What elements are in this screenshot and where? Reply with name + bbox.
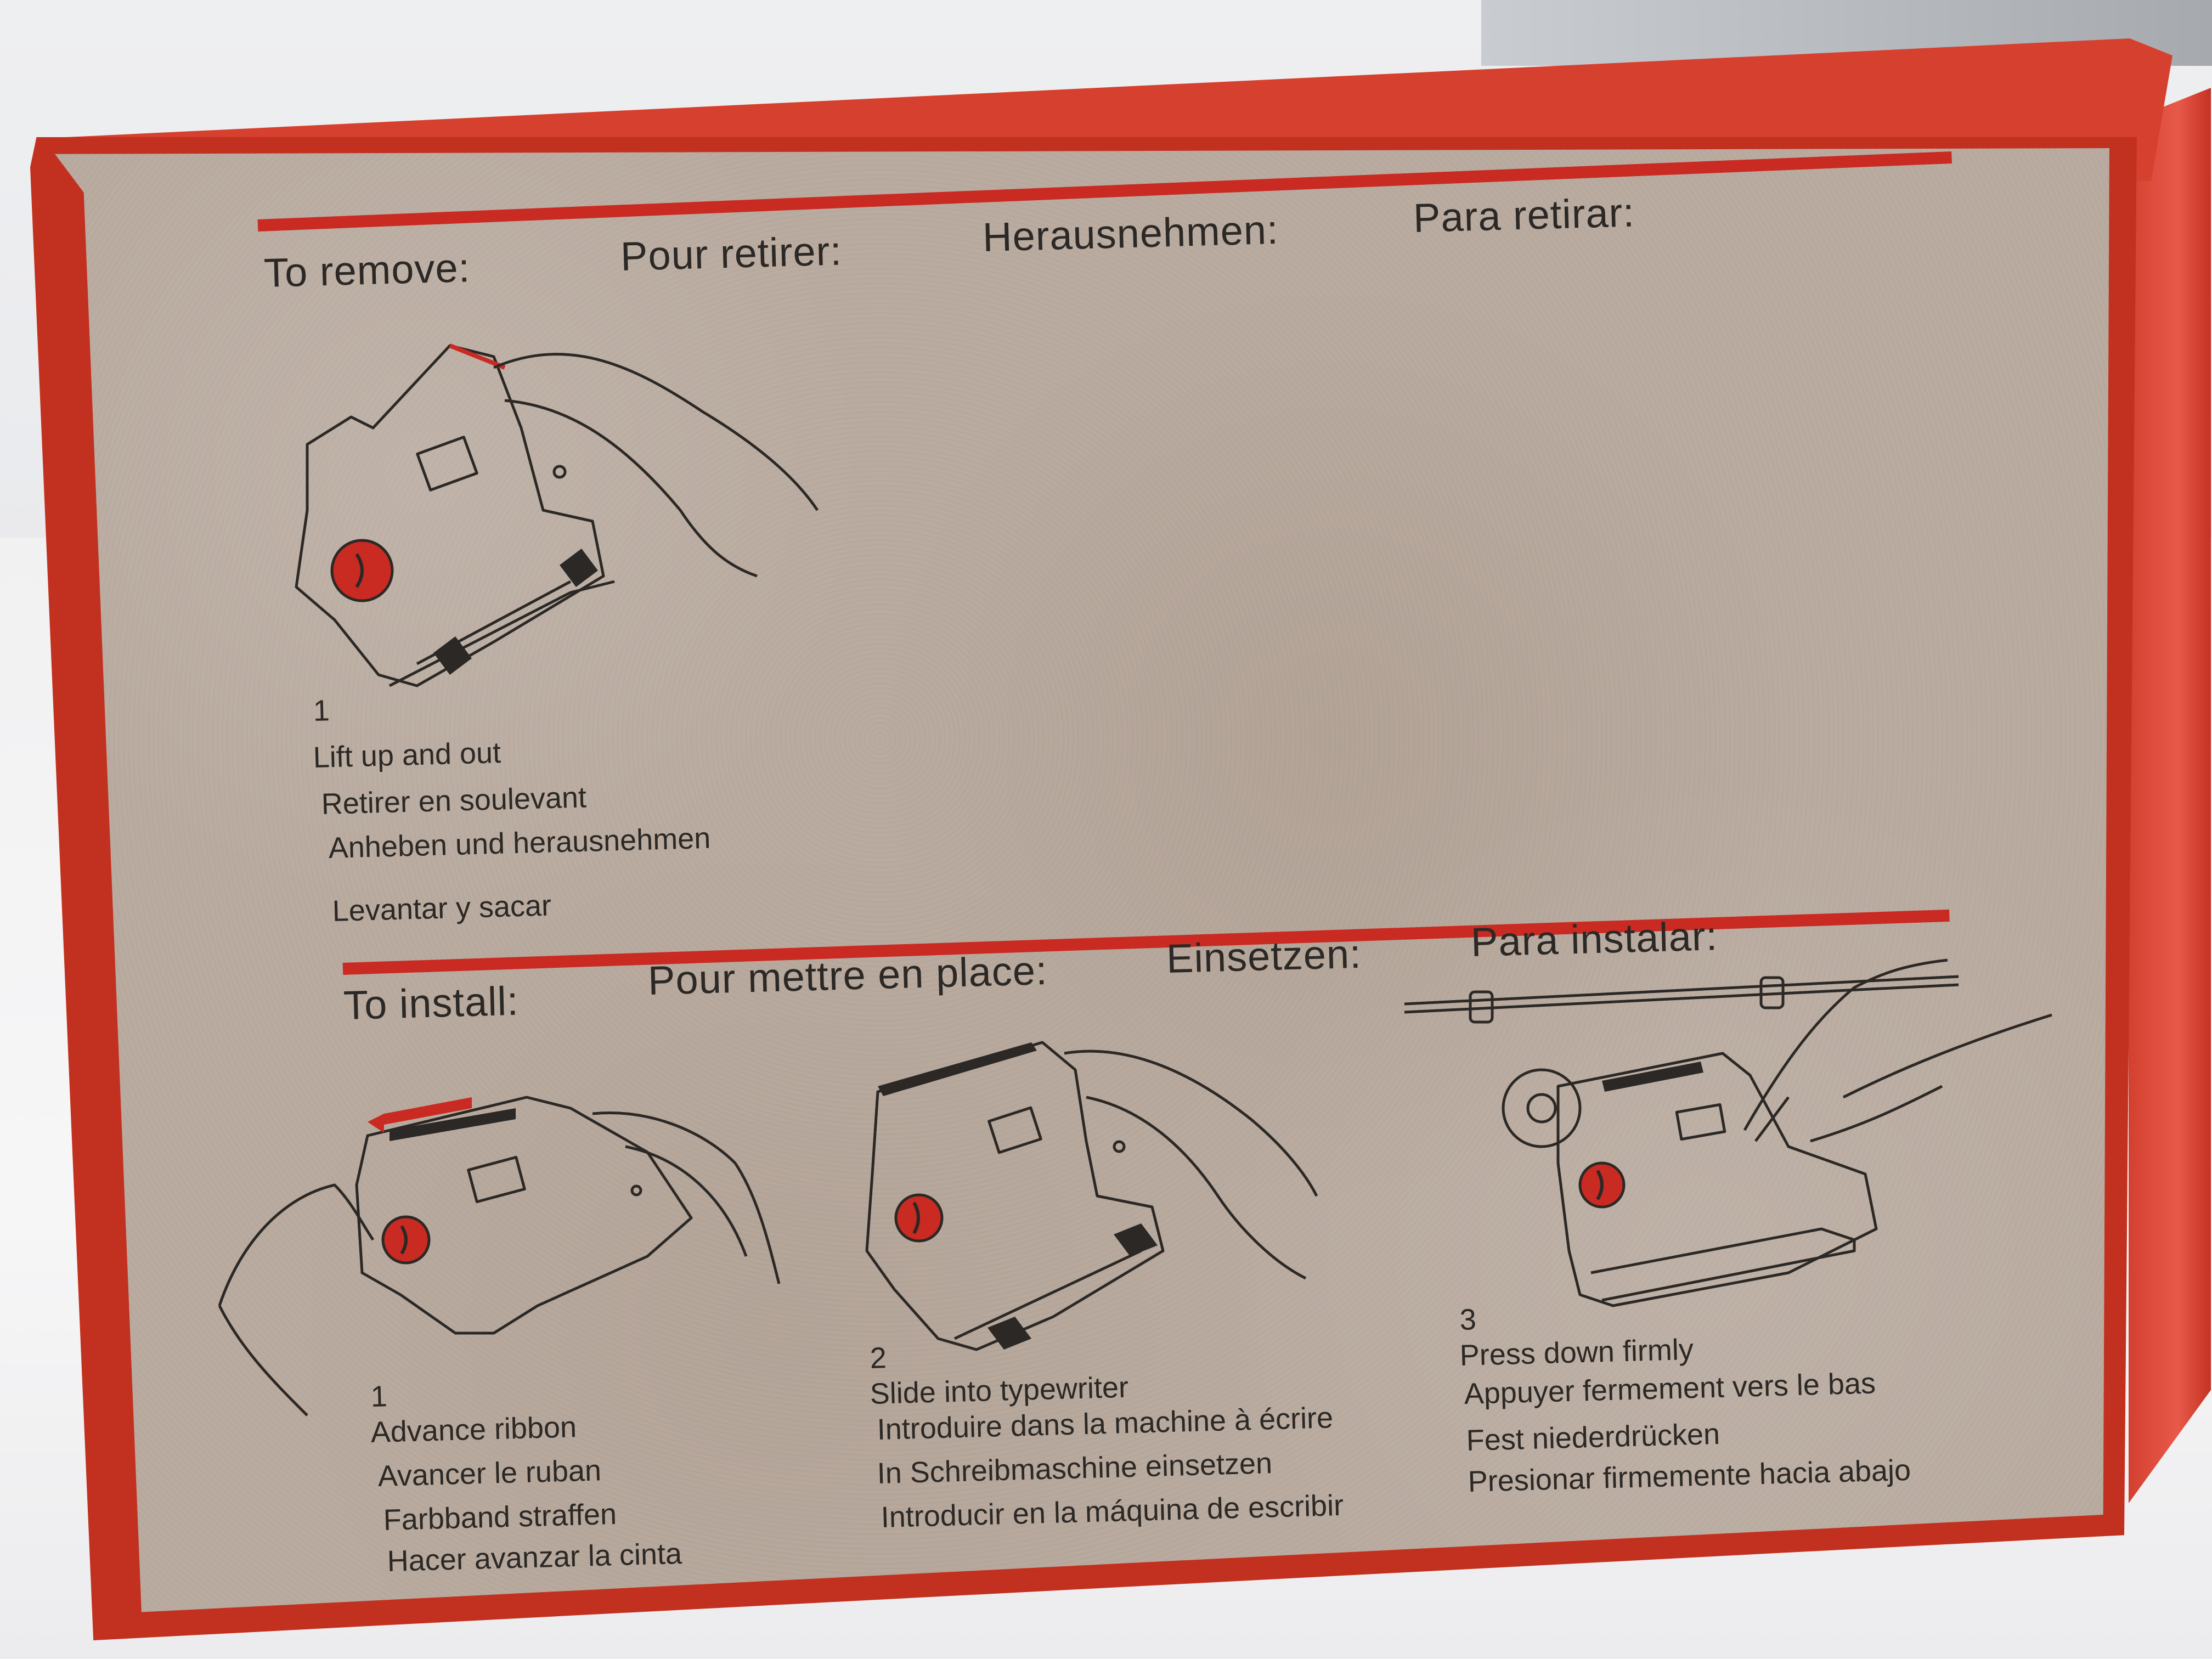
install-heading-de: Einsetzen: — [1166, 930, 1362, 981]
install-illustration-1 — [218, 1096, 781, 1417]
install-step-2-number: 2 — [870, 1341, 887, 1375]
remove-heading-en: To remove: — [263, 245, 471, 296]
install-heading-en: To install: — [343, 978, 520, 1028]
remove-heading-fr: Pour retirer: — [620, 228, 843, 279]
remove-heading-es: Para retirar: — [1413, 189, 1635, 241]
remove-step-line: Lift up and out — [313, 736, 501, 774]
remove-step-line: Levantar y sacar — [332, 889, 552, 928]
install-step-2-line: Slide into typewriter — [870, 1370, 1129, 1410]
install-step-1-line: Farbband straffen — [383, 1497, 617, 1537]
install-step-1-number: 1 — [370, 1380, 388, 1413]
install-step-3-line: Press down firmly — [1459, 1333, 1694, 1372]
install-illustration-2 — [865, 1041, 1318, 1351]
instruction-panel — [55, 148, 2109, 1612]
box-side-panel — [2129, 88, 2211, 1503]
install-step-1-line: Advance ribbon — [370, 1410, 577, 1449]
install-step-3-number: 3 — [1459, 1303, 1477, 1336]
install-step-1-line: Avancer le ruban — [377, 1454, 602, 1493]
install-illustration-3 — [1404, 958, 2052, 1307]
remove-illustration — [295, 343, 819, 687]
remove-step-number: 1 — [313, 694, 330, 727]
install-step-3-line: Fest niederdrücken — [1466, 1417, 1720, 1457]
remove-heading-de: Herausnehmen: — [982, 206, 1279, 260]
remove-step-line: Retirer en soulevant — [321, 781, 587, 821]
